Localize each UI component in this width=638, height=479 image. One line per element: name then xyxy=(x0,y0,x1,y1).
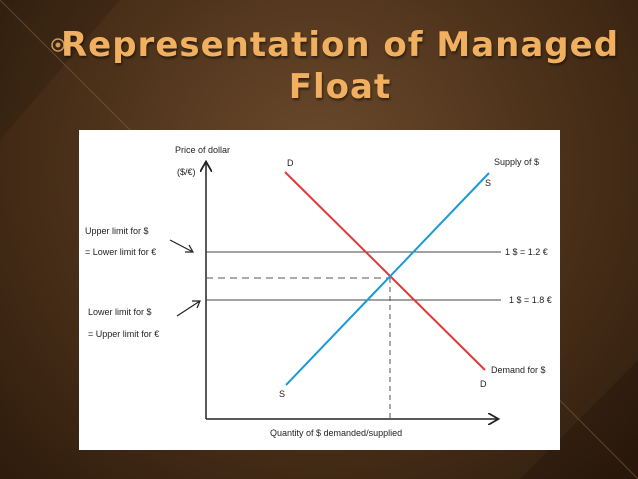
y-axis-label: Price of dollar xyxy=(175,145,231,155)
lower-limit-line2: = Upper limit for € xyxy=(88,329,160,339)
slide-title: Representation of Managed Float xyxy=(60,24,620,108)
bullet-icon xyxy=(51,38,65,52)
slide-title-line1: Representation of Managed xyxy=(60,25,620,65)
lower-limit-arrow-icon xyxy=(176,300,201,317)
upper-limit-arrow-icon xyxy=(169,239,195,253)
upper-rate-label: 1 $ = 1.2 € xyxy=(505,247,548,257)
demand-bottom-letter: D xyxy=(480,379,487,389)
y-axis-unit: ($/€) xyxy=(177,167,196,177)
upper-limit-line1: Upper limit for $ xyxy=(85,226,149,236)
upper-limit-line2: = Lower limit for € xyxy=(85,247,157,257)
exchange-rate-diagram xyxy=(169,130,501,450)
supply-curve xyxy=(285,172,490,386)
demand-top-letter: D xyxy=(287,158,294,168)
lower-limit-line1: Lower limit for $ xyxy=(88,307,152,317)
supply-top-letter: S xyxy=(485,178,492,188)
diagram-panel: Price of dollar ($/€) D Supply of $ S Up… xyxy=(79,130,560,450)
slide-title-line2: Float xyxy=(288,67,392,107)
supply-bottom-letter: S xyxy=(279,389,286,399)
demand-label: Demand for $ xyxy=(491,365,546,375)
lower-rate-label: 1 $ = 1.8 € xyxy=(509,295,552,305)
demand-curve xyxy=(284,171,486,371)
x-axis-label: Quantity of $ demanded/supplied xyxy=(270,428,403,438)
supply-label: Supply of $ xyxy=(494,157,540,167)
